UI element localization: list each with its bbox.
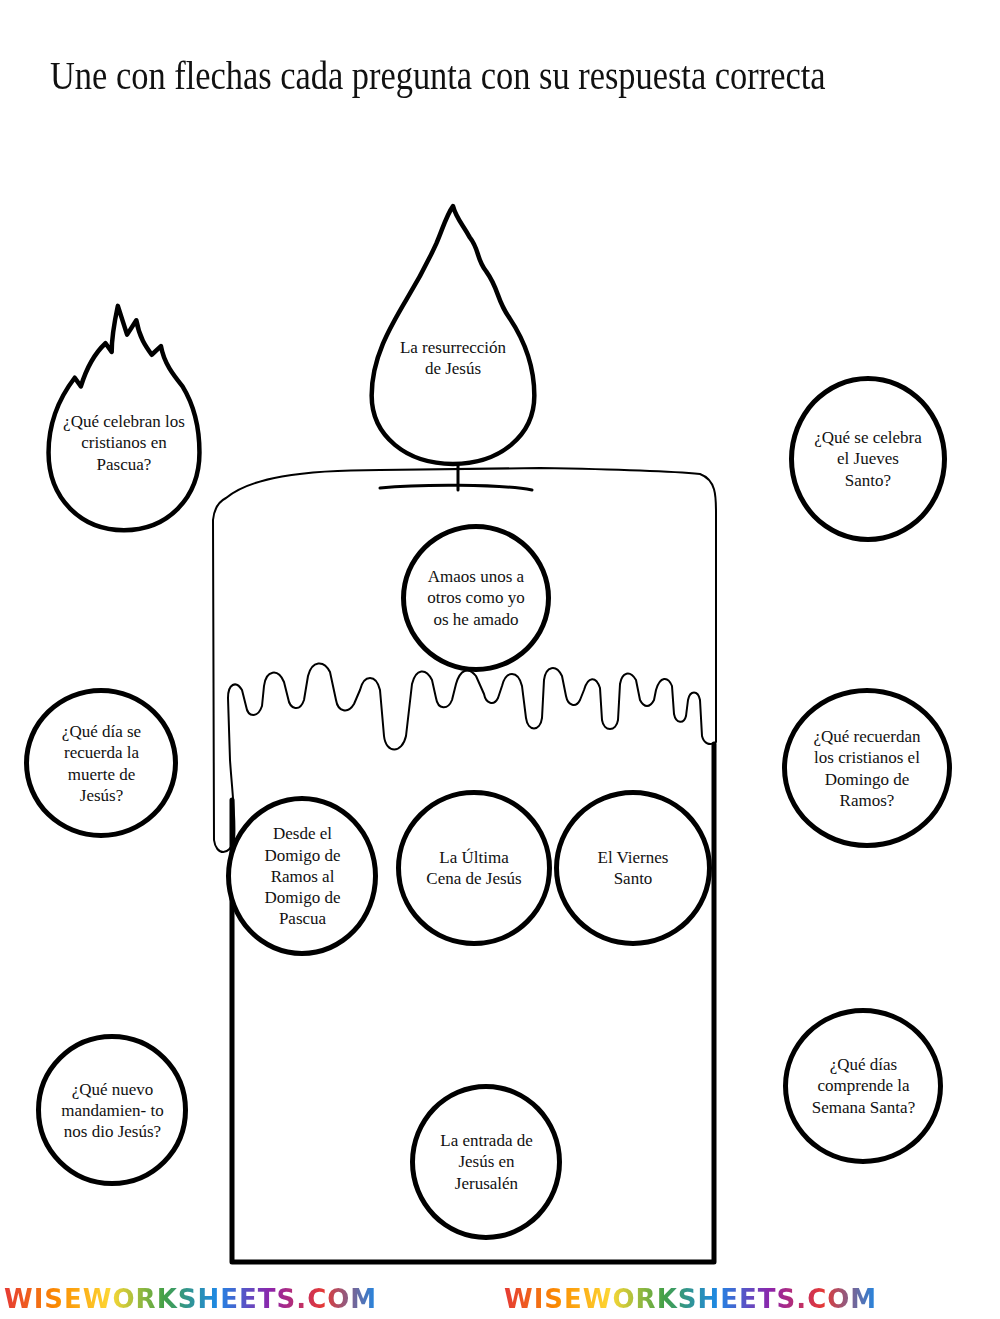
flame-shape: ¿Qué celebran los cristianos en Pascua? [47,303,201,533]
text-area: ¿Qué día se recuerda la muerte de Jesús? [48,709,155,818]
answer-circle: El Viernes Santo [554,790,712,946]
text-area: La entrada de Jesús en Jerusalén [434,1105,539,1219]
text-area: Desde el Domigo de Ramos al Domigo de Pa… [250,818,355,935]
node-text: ¿Qué se celebra el Jueves Santo? [813,427,923,491]
node-text: El Viernes Santo [578,847,688,890]
answer-circle: La entrada de Jesús en Jerusalén [410,1084,562,1240]
wick-base [380,485,532,490]
worksheet-title: Une con flechas cada pregunta con su res… [50,52,841,99]
answer-circle: Desde el Domigo de Ramos al Domigo de Pa… [226,796,378,956]
flame-outline [370,203,536,467]
text-area: ¿Qué nuevo mandamien- to nos dio Jesús? [60,1055,165,1166]
flame-shape: La resurrección de Jesús [370,203,536,467]
node-text: ¿Qué recuerdan los cristianos el Domingo… [808,726,926,811]
node-text: La resurrección de Jesús [392,337,514,380]
text-area: ¿Qué días comprende la Semana Santa? [808,1029,919,1143]
text-area: El Viernes Santo [578,811,688,925]
answer-circle: ¿Qué nuevo mandamien- to nos dio Jesús? [36,1034,188,1186]
node-text: ¿Qué nuevo mandamien- to nos dio Jesús? [60,1079,165,1143]
answer-circle: Amaos unos a otros como yo os he amado [401,524,551,672]
node-text: La Última Cena de Jesús [420,847,528,890]
text-area: La resurrección de Jesús [392,308,514,408]
node-text: Amaos unos a otros como yo os he amado [424,566,528,630]
answer-circle: ¿Qué día se recuerda la muerte de Jesús? [24,688,178,838]
text-area: ¿Qué celebran los cristianos en Pascua? [59,393,189,493]
text-area: ¿Qué recuerdan los cristianos el Domingo… [808,710,926,827]
text-area: La Última Cena de Jesús [420,811,528,925]
node-text: La entrada de Jesús en Jerusalén [434,1130,539,1194]
node-text: ¿Qué día se recuerda la muerte de Jesús? [48,721,155,806]
text-area: ¿Qué se celebra el Jueves Santo? [813,398,923,520]
flame-path [49,306,200,530]
watermark: WISEWORKSHEETS.COM [504,1284,877,1314]
answer-circle: ¿Qué recuerdan los cristianos el Domingo… [782,688,952,848]
answer-circle: ¿Qué días comprende la Semana Santa? [783,1008,943,1164]
answer-circle: La Última Cena de Jesús [396,790,552,946]
text-area: Amaos unos a otros como yo os he amado [424,544,528,652]
flame-path [372,206,535,464]
node-text: ¿Qué celebran los cristianos en Pascua? [59,411,189,475]
watermark: WISEWORKSHEETS.COM [4,1284,377,1314]
node-text: ¿Qué días comprende la Semana Santa? [808,1054,919,1118]
node-text: Desde el Domigo de Ramos al Domigo de Pa… [250,823,355,929]
answer-circle: ¿Qué se celebra el Jueves Santo? [789,376,947,542]
